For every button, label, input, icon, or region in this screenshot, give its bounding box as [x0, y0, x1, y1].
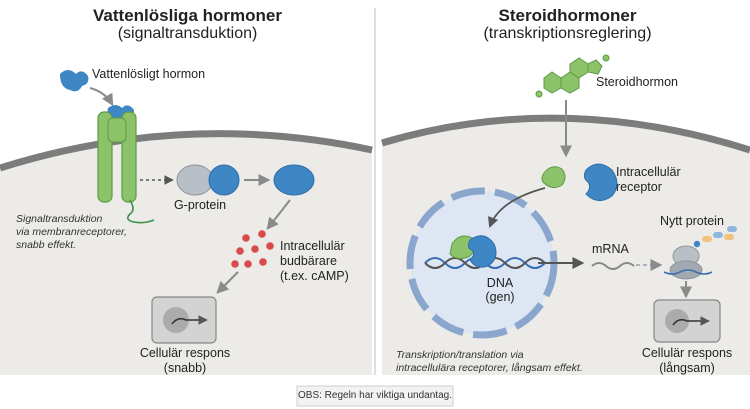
right-panel-title: Steroidhormoner	[498, 6, 637, 25]
hormone-arrow	[89, 87, 114, 107]
water-soluble-hormone-label: Vattenlösligt hormon	[92, 67, 206, 81]
right-response-label-line2: (långsam)	[659, 361, 715, 375]
left-panel-title: Vattenlösliga hormoner	[93, 6, 282, 25]
left-panel-subtitle: (signaltransduktion)	[117, 25, 258, 42]
left-response-label-line1: Cellulär respons	[139, 346, 231, 360]
steroid-molecule-icon	[535, 54, 610, 98]
receptor-label-line1: Intracellulär	[616, 165, 681, 179]
mrna-strand	[591, 262, 635, 270]
steroid-hormone-label: Steroidhormon	[596, 75, 678, 89]
membrane-receptor-icon	[97, 105, 155, 224]
receptor-complex-on-dna	[449, 235, 497, 268]
left-note-line2: via membranreceptorer,	[16, 226, 127, 238]
enzyme-to-messenger-arrow	[266, 199, 291, 230]
messenger-label-line1: Intracellulär	[280, 239, 345, 253]
right-cell-membrane	[381, 114, 750, 154]
messenger-to-response-arrow	[216, 271, 239, 294]
cellular-response-box-left	[151, 296, 217, 344]
left-cell-membrane	[0, 130, 373, 172]
left-cell-body	[0, 133, 372, 375]
messenger-label-line3: (t.ex. cAMP)	[280, 269, 349, 283]
right-panel-subtitle: (transkriptionsreglering)	[483, 25, 652, 42]
activated-enzyme-icon	[273, 164, 315, 196]
right-note-line2: intracellulära receptorer, långsam effek…	[396, 362, 583, 374]
left-note-line3: snabb effekt.	[16, 239, 77, 251]
new-protein-label: Nytt protein	[660, 214, 724, 228]
ribosome-icon	[663, 245, 713, 280]
second-messenger-dots	[231, 230, 274, 268]
new-protein-chain-icon	[693, 226, 737, 248]
receptor-to-nucleus-arrow	[488, 187, 546, 229]
left-response-label-line2: (snabb)	[163, 361, 207, 375]
water-soluble-hormone-icon	[60, 70, 89, 92]
intracellular-receptor-icon	[583, 163, 618, 201]
messenger-label-line2: budbärare	[280, 254, 337, 268]
right-note-line1: Transkription/translation via	[396, 349, 524, 361]
footer-note: OBS: Regeln har viktiga undantag.	[298, 390, 452, 401]
g-protein-icon	[176, 164, 240, 196]
steroid-hormone-fragment-icon	[541, 166, 566, 189]
footer-box	[296, 385, 454, 407]
dna-label-line1: DNA	[486, 276, 514, 290]
g-protein-label: G-protein	[173, 198, 227, 212]
mrna-label: mRNA	[592, 242, 629, 256]
cellular-response-box-right	[653, 299, 721, 343]
right-response-label-line1: Cellulär respons	[641, 346, 733, 360]
receptor-label-line2: receptor	[616, 180, 662, 194]
left-note-line1: Signaltransduktion	[16, 213, 103, 225]
dna-label-line2: (gen)	[485, 290, 515, 304]
